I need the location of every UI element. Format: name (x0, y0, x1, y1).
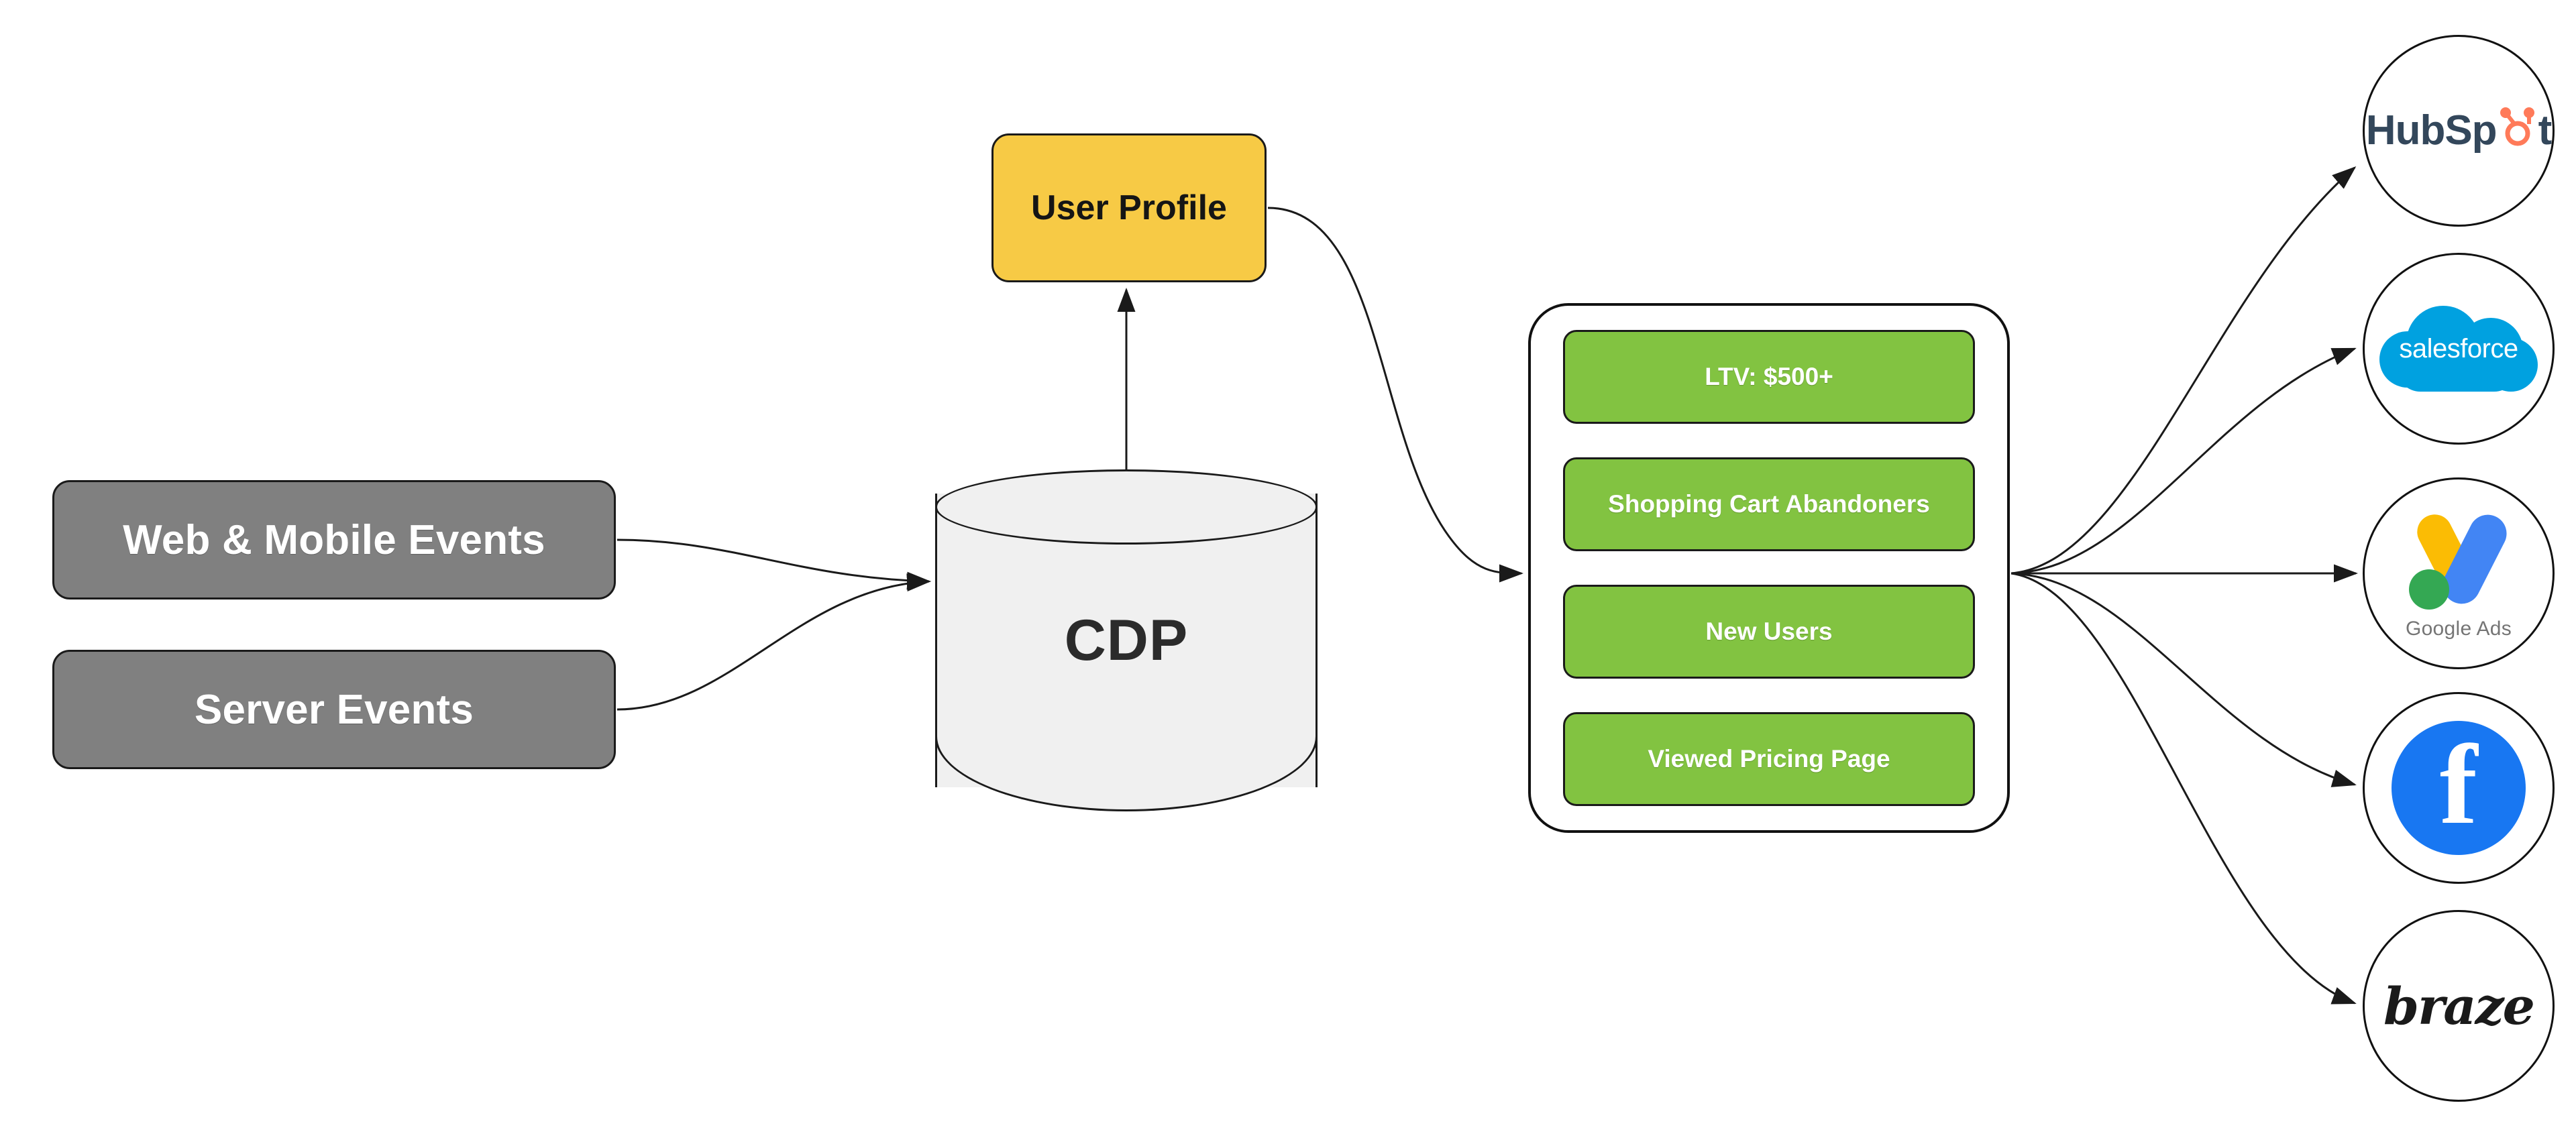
cylinder-top-cap (935, 469, 1318, 545)
edge-web-to-cdp (616, 538, 931, 590)
destination-braze[interactable]: braze (2363, 910, 2555, 1102)
google-ads-label: Google Ads (2405, 618, 2512, 640)
source-label-web-mobile-events: Web & Mobile Events (123, 516, 545, 563)
hubspot-logo-icon: Hub Sp t (2366, 107, 2552, 156)
segment-box-new-users[interactable]: New Users (1563, 585, 1975, 679)
braze-wordmark: braze (2383, 976, 2535, 1036)
segment-label-cart-abandoners: Shopping Cart Abandoners (1608, 490, 1930, 518)
destination-facebook[interactable]: f (2363, 692, 2555, 884)
source-label-server-events: Server Events (194, 686, 474, 733)
segment-box-viewed-pricing[interactable]: Viewed Pricing Page (1563, 712, 1975, 806)
salesforce-logo-icon: salesforce (2375, 303, 2542, 394)
edge-segments-to-braze (2010, 572, 2357, 1005)
facebook-logo-icon: f (2375, 721, 2542, 855)
hubspot-text-sp: Sp (2445, 107, 2497, 154)
source-box-web-mobile-events[interactable]: Web & Mobile Events (52, 480, 616, 599)
edge-server-to-cdp (616, 573, 931, 711)
source-box-server-events[interactable]: Server Events (52, 650, 616, 769)
salesforce-cloud-shape: salesforce (2379, 303, 2538, 394)
cdp-cylinder[interactable]: CDP (935, 469, 1318, 811)
salesforce-wordmark: salesforce (2399, 333, 2518, 363)
user-profile-label: User Profile (1031, 188, 1227, 227)
edge-segments-to-hubspot (2010, 166, 2357, 575)
user-profile-box[interactable]: User Profile (991, 133, 1267, 282)
google-ads-logo-icon: Google Ads (2375, 506, 2542, 640)
facebook-circle-mark: f (2392, 721, 2526, 855)
braze-logo-icon: braze (2375, 976, 2542, 1036)
destination-hubspot[interactable]: Hub Sp t (2363, 35, 2555, 227)
segment-label-ltv: LTV: $500+ (1705, 363, 1833, 390)
destination-google-ads[interactable]: Google Ads (2363, 477, 2555, 669)
destination-salesforce[interactable]: salesforce (2363, 253, 2555, 445)
hubspot-wordmark: Hub Sp t (2365, 107, 2553, 156)
hubspot-text-t: t (2538, 107, 2553, 154)
hubspot-text-hub: Hub (2365, 107, 2446, 154)
google-ads-mark (2400, 506, 2518, 614)
segments-panel: LTV: $500+ Shopping Cart Abandoners New … (1528, 303, 2010, 833)
segment-box-ltv[interactable]: LTV: $500+ (1563, 330, 1975, 424)
edge-segments-to-facebook (2010, 572, 2357, 787)
edge-segments-to-salesforce (2010, 347, 2357, 575)
hubspot-sprocket-icon (2497, 107, 2538, 156)
segment-box-cart-abandoners[interactable]: Shopping Cart Abandoners (1563, 457, 1975, 551)
segment-label-viewed-pricing: Viewed Pricing Page (1648, 745, 1890, 773)
facebook-f-glyph: f (2439, 722, 2478, 848)
cdp-label: CDP (1064, 608, 1189, 673)
segment-label-new-users: New Users (1705, 618, 1833, 645)
